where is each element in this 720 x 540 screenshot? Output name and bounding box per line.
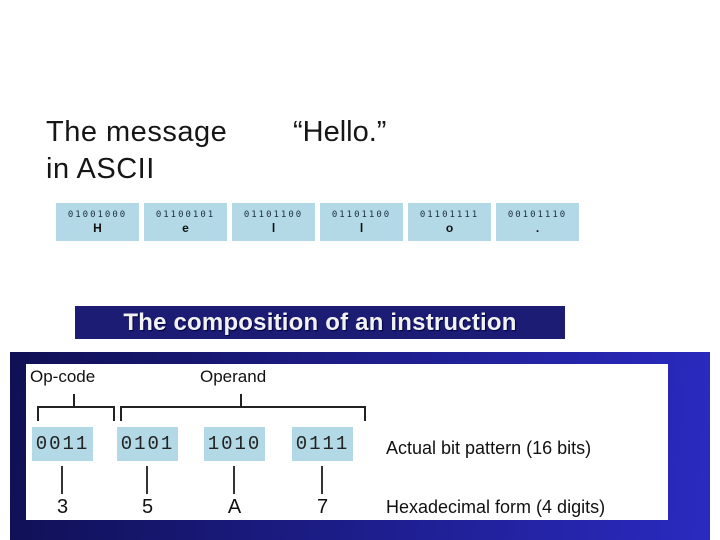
nibble-connector-line: [233, 466, 235, 494]
nibble-connector-line: [321, 466, 323, 494]
ascii-bits: 01100101: [155, 209, 216, 220]
ascii-byte-row: 01001000 H 01100101 e 01101100 l 0110110…: [56, 203, 579, 241]
ascii-cell: 01100101 e: [144, 203, 227, 241]
ascii-cell: 01101100 l: [320, 203, 403, 241]
nibble-box: 0101: [117, 427, 178, 461]
hex-digit: 5: [141, 496, 154, 518]
opcode-bracket: [37, 406, 115, 421]
bit-pattern-annotation: Actual bit pattern (16 bits): [386, 438, 592, 458]
ascii-cell: 01101100 l: [232, 203, 315, 241]
nibble-connector-line: [146, 466, 148, 494]
ascii-bits: 00101110: [507, 209, 568, 220]
ascii-char: l: [359, 220, 364, 235]
hex-digit: 3: [56, 496, 69, 518]
ascii-cell: 00101110 .: [496, 203, 579, 241]
ascii-cell: 01101111 o: [408, 203, 491, 241]
hex-form-annotation: Hexadecimal form (4 digits): [386, 497, 606, 517]
hex-digit: 7: [316, 496, 329, 518]
ascii-char: l: [271, 220, 276, 235]
nibble-box: 0011: [32, 427, 93, 461]
section-banner: The composition of an instruction: [75, 306, 565, 339]
ascii-bits: 01101100: [243, 209, 304, 220]
ascii-char: e: [182, 220, 189, 235]
ascii-bits: 01001000: [67, 209, 128, 220]
ascii-char: H: [93, 220, 102, 235]
ascii-cell: 01001000 H: [56, 203, 139, 241]
hex-digit: A: [227, 496, 242, 518]
nibble-box: 1010: [204, 427, 265, 461]
slide-title: The message in ASCII: [46, 114, 227, 188]
opcode-bracket-stub: [73, 394, 75, 406]
operand-label: Operand: [200, 367, 267, 386]
nibble-connector-line: [61, 466, 63, 494]
slide-title-line2: in ASCII: [46, 153, 155, 185]
ascii-char: o: [445, 220, 454, 235]
ascii-bits: 01101111: [419, 209, 480, 220]
operand-bracket: [120, 406, 366, 421]
nibble-box: 0111: [292, 427, 353, 461]
operand-bracket-stub: [240, 394, 242, 406]
opcode-label: Op-code: [30, 367, 96, 386]
ascii-char: .: [535, 220, 540, 235]
ascii-bits: 01101100: [331, 209, 392, 220]
message-text: “Hello.”: [293, 116, 387, 148]
slide-title-line1: The message: [46, 116, 228, 148]
